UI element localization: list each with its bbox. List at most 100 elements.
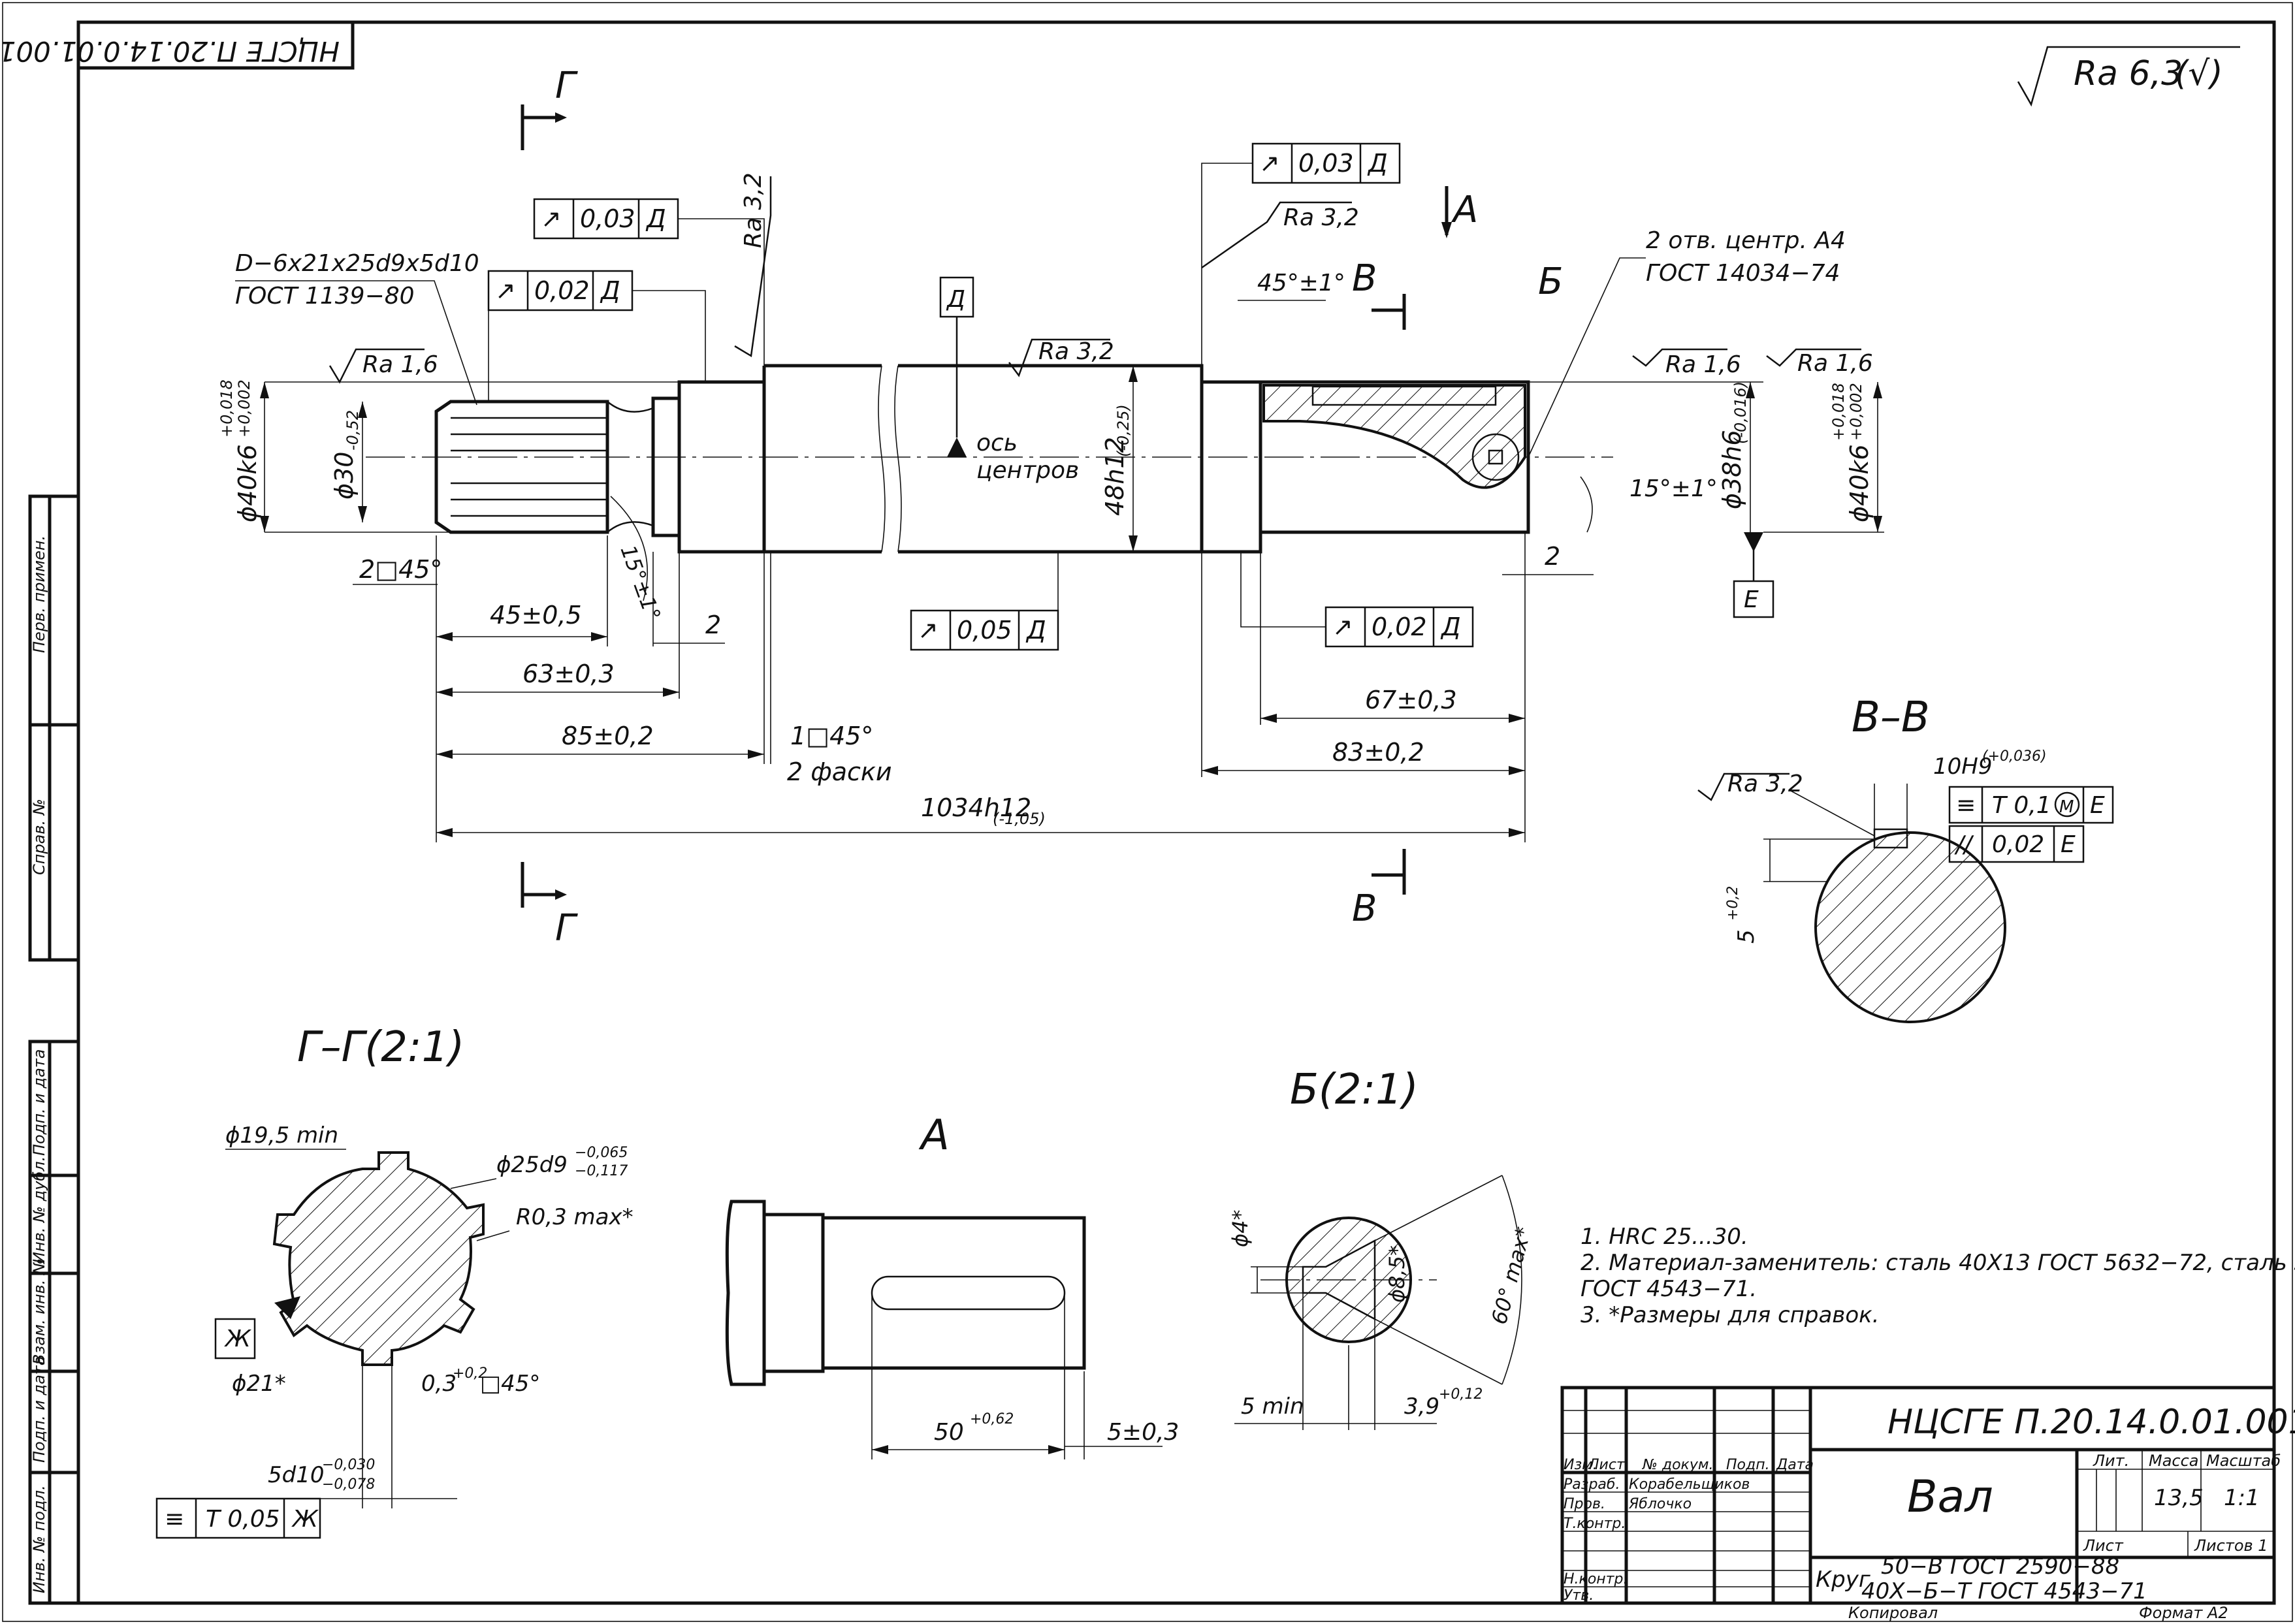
roughness-r5: Ra 1,6 [1665,351,1741,378]
detail-b-d85: ϕ8,5* [1385,1245,1409,1303]
detail-b-len39: 3,9 [1404,1393,1439,1420]
tol-frame-7-val: 0,02 [1992,831,2044,858]
tb-row-tkontr: Т.контр. [1564,1516,1626,1532]
tol-frame-4-sym: ↗ [918,616,939,645]
tol-frame-6-base: Е [2090,792,2105,819]
center-note-2: ГОСТ 14034−74 [1646,260,1840,287]
tb-name: Вал [1907,1471,1993,1523]
tol-frame-4: ↗ 0,05 Д [910,552,1059,651]
roughness-r6: Ra 1,6 [1797,350,1873,377]
section-vv: В–В Ra 3,2 10H9 (+0,036) 5 +0,2 ≡ Т 0,1 … [1697,693,2114,1023]
tb-material-1: 50−В ГОСТ 2590−88 [1881,1553,2119,1580]
side-strip: Перв. примен. Справ. № Подп. и дата Инв.… [28,494,80,1605]
top-stamp: НЦСГЕ П.20.14.0.01.001 [0,20,355,70]
dim-d48: 48h12 [1100,437,1129,516]
tb-col-date: Дата [1776,1457,1814,1473]
side-label-podp1: Подп. и дата [30,1049,48,1156]
tol-frame-6-val: Т 0,1 [1992,792,2051,819]
section-gg-w5d10-dn: −0,078 [322,1476,375,1493]
view-a-keyway [871,1275,1066,1311]
journal-1 [651,396,681,537]
tol-frame-3-sym: ↗ [1259,149,1280,178]
detail-b-title: Б(2:1) [1290,1066,1419,1114]
tol-frame-8-val: Т 0,05 [206,1506,280,1533]
tb-sheet: Лист [2083,1536,2124,1555]
section-gg-d25-dn: −0,117 [575,1163,628,1179]
section-vv-title: В–В [1852,693,1930,742]
body-left [762,364,882,554]
roughness-r4: Ra 3,2 [1283,204,1359,231]
side-label-vzam: Взам. инв. № [30,1258,48,1365]
section-vv-width-tol: (+0,036) [1982,748,2047,765]
tol-frame-5-sym: ↗ [1332,613,1353,641]
section-vv-width: 10H9 [1933,754,1992,780]
detail-b-d4: ϕ4* [1228,1210,1253,1247]
stamp-text: НЦСГЕ П.20.14.0.01.001 [0,35,340,67]
bearing-seat-1 [677,380,766,554]
tol-frame-4-val: 0,05 [957,616,1012,645]
section-vv-keyway [1873,828,1908,849]
dim-d40-left: ϕ40k6 [233,444,262,522]
dim-chamfer-mid-note: 2 фаски [787,757,892,786]
tol-frame-6-sym: ≡ [1956,792,1976,819]
center-hole-circle [1471,433,1520,481]
dim-len83: 83±0,2 [1332,738,1424,767]
dim-d38: ϕ38h6 [1718,430,1746,509]
tb-col-sign: Подп. [1726,1457,1770,1473]
dim-d40-right-up: +0,018 [1829,383,1848,441]
axis-note-1: ось [976,430,1018,456]
dim-horizontal: 2□45° 15°±1° 45±0,5 2 63±0,3 85±0,2 1□45… [353,270,1718,842]
shaft-main-view [366,364,1613,554]
center-note-1: 2 отв. центр. А4 [1646,227,1846,254]
section-gg-chamfer-tol: +0,2 [453,1365,487,1382]
section-gg-w5d10-up: −0,030 [322,1457,375,1473]
dim-d30: ϕ30 [330,452,359,500]
dim-len45: 45±0,5 [490,601,582,629]
dim-len63: 63±0,3 [522,660,615,688]
tb-material-2: 40Х−Б−Т ГОСТ 4543−71 [1861,1578,2147,1604]
roughness-r7: Ra 3,2 [1727,771,1803,797]
tol-frame-6-mod: M [2059,797,2074,817]
tb-sheets: Листов 1 [2194,1536,2268,1555]
detail-b: Б(2:1) ϕ4* ϕ8,5* 60° max* 5 min 3,9 +0,1… [1228,1066,1536,1430]
tb-row-prov: Пров. [1564,1496,1605,1512]
dim-d48-tol: (-0,25) [1114,404,1132,457]
tol-frame-4-base: Д [1025,616,1046,645]
tol-frame-8-sym: ≡ [165,1506,184,1533]
tol-frame-3: ↗ 0,03 Д [1201,142,1401,382]
spline-end [434,400,609,534]
tb-row-utv: Утв. [1564,1587,1594,1604]
datum-d-letter: Д [946,286,965,313]
detail-b-angle: 60° max* [1486,1224,1536,1327]
section-vv-depth: 5 [1733,929,1759,944]
tol-frame-3-base: Д [1367,149,1388,178]
detail-b-min5: 5 min [1241,1393,1304,1420]
dim-angle15-left: 15°±1° [615,542,666,624]
section-markers: Г Г В В А Б [521,65,1563,949]
dim-d38-tol: (-0,016) [1731,381,1750,444]
side-label-sprav: Справ. № [30,799,48,875]
journal-2 [1200,380,1262,554]
section-vv-circle [1814,831,2006,1023]
side-label-dubl: Инв. № дубл. [30,1156,48,1264]
marker-g-bottom: Г [555,907,578,949]
dim-len85: 85±0,2 [562,722,654,750]
tb-col-list: Лист [1588,1457,1626,1473]
spline-section [272,1151,485,1366]
datum-e: Е [1733,532,1774,618]
tol-frame-3-val: 0,03 [1298,149,1354,178]
view-a-len50-tol: +0,62 [970,1411,1014,1427]
axis-note-2: центров [976,457,1079,484]
tb-col-doc: № докум. [1642,1457,1713,1473]
detail-b-len39-tol: +0,12 [1439,1386,1483,1403]
note-2b: ГОСТ 4543−71. [1581,1276,1757,1302]
tb-row-nkontr: Н.контр. [1564,1571,1628,1587]
tb-hdr-mass: Масса [2149,1452,2199,1470]
tb-material-prefix: Круг [1816,1567,1871,1593]
dim-angle15-right: 15°±1° [1629,475,1718,502]
section-gg-d25: ϕ25d9 [496,1152,568,1178]
dim-d40-right-dn: +0,002 [1847,383,1865,441]
general-roughness-suffix: (√) [2175,54,2223,93]
dim-d30-tol: -0,52 [344,410,362,451]
